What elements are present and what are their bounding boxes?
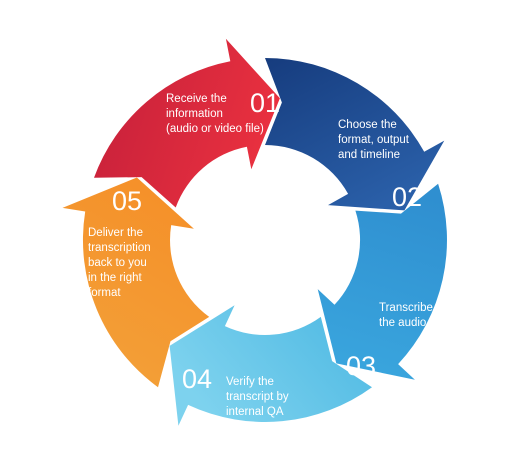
step-05-label-line: Deliver the	[88, 227, 143, 239]
step-02-number: 02	[392, 182, 422, 212]
step-04-label-line: internal QA	[226, 406, 284, 418]
step-02-arrow	[265, 58, 445, 211]
step-01-number: 01	[250, 88, 280, 118]
step-05-label-line: back to you	[88, 257, 147, 269]
step-04-label-line: transcript by	[226, 391, 289, 403]
step-02-label-line: and timeline	[338, 149, 400, 161]
step-05-label-line: in the right	[88, 272, 143, 284]
step-01-label-line: information	[166, 108, 223, 120]
step-04-label-line: Verify the	[226, 376, 274, 388]
step-02-label-line: Choose the	[338, 119, 397, 131]
step-01-label-line: (audio or video file)	[166, 123, 264, 135]
step-04-number: 04	[182, 364, 212, 394]
step-05-label-line: format	[88, 287, 121, 299]
step-03-number: 03	[346, 351, 376, 381]
step-03-arrow	[317, 183, 447, 380]
step-03-label-line: the audio	[379, 317, 426, 329]
step-04-arrow	[169, 305, 372, 426]
step-03-label-line: Transcribe	[379, 302, 433, 314]
step-05-arrow	[62, 177, 210, 388]
step-05-label-line: transcription	[88, 242, 151, 254]
step-02-label-line: format, output	[338, 134, 410, 146]
step-01-arrow	[94, 38, 280, 208]
step-01-label-line: Receive the	[166, 93, 227, 105]
step-05-number: 05	[112, 186, 142, 216]
